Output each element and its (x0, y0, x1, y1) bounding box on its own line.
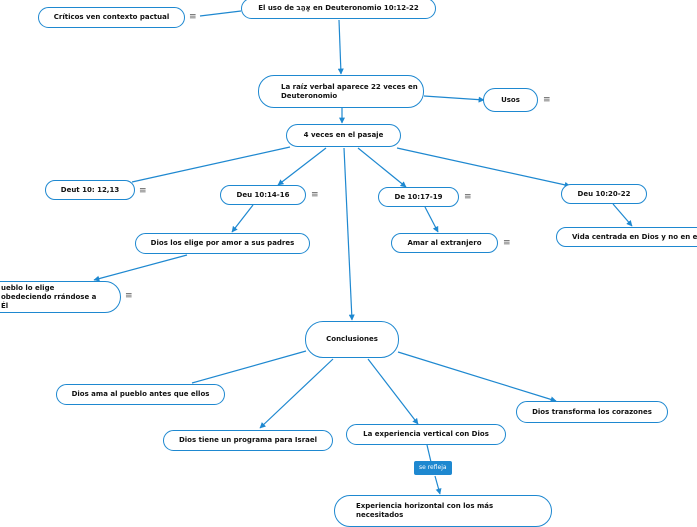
menu-icon[interactable]: ≡ (139, 186, 147, 196)
edge-veces-conclusiones (343, 147, 355, 321)
edge-label: se refleja (414, 461, 452, 475)
node-criticos[interactable]: Críticos ven contexto pactual (38, 7, 185, 28)
menu-icon[interactable]: ≡ (464, 192, 472, 202)
edge-elige-pueblo (93, 254, 188, 282)
edge-veces-de1719 (357, 147, 407, 188)
edge-veces-deut1213 (131, 146, 291, 183)
menu-icon[interactable]: ≡ (503, 238, 511, 248)
menu-icon[interactable]: ≡ (543, 95, 551, 105)
node-raiz[interactable]: La raíz verbal aparece 22 veces en Deute… (258, 75, 424, 108)
edge-root-criticos (199, 10, 242, 17)
menu-icon[interactable]: ≡ (189, 12, 197, 22)
edge-veces-deu1416 (277, 147, 327, 186)
node-deu2022[interactable]: Deu 10:20-22 (561, 184, 647, 204)
node-dios-elige[interactable]: Dios los elige por amor a sus padres (135, 233, 310, 254)
edge-concl-transforma (397, 351, 557, 403)
edge-label-horizontal (434, 475, 442, 495)
node-horizontal[interactable]: Experiencia horizontal con los más neces… (334, 495, 552, 527)
menu-icon[interactable]: ≡ (311, 190, 319, 200)
node-root[interactable]: El uso de אָהַב en Deuteronomio 10:12-22 (241, 0, 436, 19)
edge-concl-programa (259, 358, 334, 429)
menu-icon[interactable]: ≡ (125, 291, 133, 301)
node-deut1213[interactable]: Deut 10: 12,13 (45, 180, 135, 200)
edge-concl-vertical (367, 358, 419, 425)
node-veces[interactable]: 4 veces en el pasaje (286, 124, 401, 147)
edge-de1719-amar (424, 206, 439, 233)
node-deu1416[interactable]: Deu 10:14-16 (220, 185, 306, 205)
node-conclusiones[interactable]: Conclusiones (305, 321, 399, 358)
edge-raiz-usos (423, 95, 485, 103)
node-vertical[interactable]: La experiencia vertical con Dios (346, 424, 506, 445)
edge-concl-diosama (191, 350, 307, 384)
node-usos[interactable]: Usos (483, 88, 538, 112)
node-programa[interactable]: Dios tiene un programa para Israel (163, 430, 333, 451)
edge-vertical-label (426, 444, 432, 463)
edge-root-raiz (337, 19, 344, 75)
node-amar-extranjero[interactable]: Amar al extranjero (391, 233, 498, 253)
edge-deu1416-elige (231, 204, 254, 233)
node-transforma[interactable]: Dios transforma los corazones (516, 401, 668, 423)
node-dios-ama[interactable]: Dios ama al pueblo antes que ellos (56, 384, 225, 405)
edge-deu2022-vida (612, 203, 633, 227)
edge-veces-deu2022 (396, 147, 571, 188)
node-pueblo[interactable]: ueblo lo elige obedeciendo rrándose a Él (0, 281, 121, 313)
node-de1719[interactable]: De 10:17-19 (378, 187, 459, 207)
node-vida-centrada[interactable]: Vida centrada en Dios y no en el (556, 227, 697, 247)
